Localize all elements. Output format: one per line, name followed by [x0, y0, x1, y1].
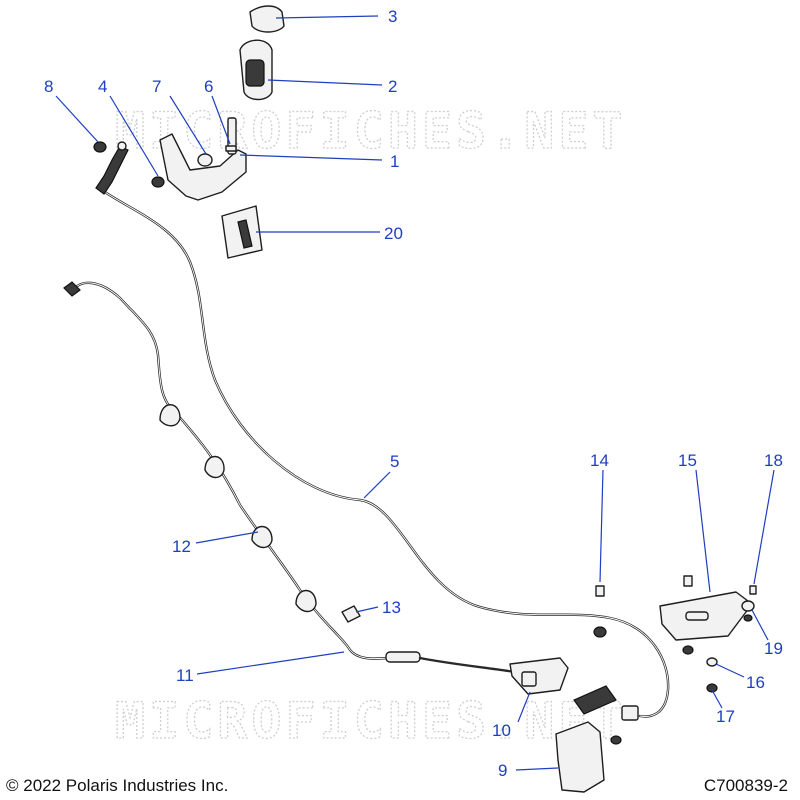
leader-lines: [55, 15, 775, 771]
callout-19: 19: [764, 639, 783, 658]
nut-8: [93, 141, 107, 153]
callout-16: 16: [746, 673, 765, 692]
diagram-code: C700839-2: [703, 776, 788, 795]
nut-19: [743, 614, 753, 622]
nut-17: [706, 683, 718, 693]
shifter-bracket: [159, 117, 247, 201]
knob-cap: [249, 5, 285, 33]
bushing-19: [741, 600, 755, 612]
callout-18: 18: [764, 451, 783, 470]
shift-knob: [239, 39, 273, 101]
callout-11: 11: [176, 666, 194, 685]
watermark-bottom: MICROFICHES.NET: [115, 692, 627, 750]
bushing-7: [197, 153, 213, 167]
shift-cable: [95, 141, 670, 718]
callout-13: 13: [382, 598, 401, 617]
callout-12: 12: [172, 537, 191, 556]
fitting-13: [341, 605, 361, 623]
bolt-6: [225, 145, 237, 152]
mount-bracket-9: [555, 721, 605, 793]
bolt-18: [749, 585, 757, 595]
washer-16: [706, 657, 718, 667]
callout-9: 9: [498, 761, 507, 780]
callout-1: 1: [390, 152, 399, 171]
callout-5: 5: [390, 452, 399, 471]
callout-4: 4: [98, 77, 107, 96]
callout-7: 7: [152, 77, 161, 96]
shift-bezel: [221, 205, 263, 259]
callout-10: 10: [492, 721, 511, 740]
bolt-14: [595, 585, 605, 597]
cable-end-boot: [573, 685, 639, 721]
callout-8: 8: [44, 77, 53, 96]
park-cable: [63, 281, 517, 674]
callout-3: 3: [388, 7, 397, 26]
callout-6: 6: [204, 77, 213, 96]
callout-14: 14: [590, 451, 609, 470]
watermark-top: MICROFICHES.NET: [115, 102, 627, 160]
nut-4: [151, 176, 165, 188]
mount-bracket-15: [659, 591, 753, 641]
copyright-text: © 2022 Polaris Industries Inc.: [6, 776, 229, 795]
callout-15: 15: [678, 451, 697, 470]
callout-20: 20: [384, 224, 403, 243]
nut-9: [610, 735, 622, 745]
bolt-15a: [683, 575, 693, 587]
callout-2: 2: [388, 77, 397, 96]
nut-17b: [682, 645, 694, 655]
callout-17: 17: [716, 707, 735, 726]
cable-lever: [509, 657, 569, 695]
nut-14b: [593, 626, 607, 638]
